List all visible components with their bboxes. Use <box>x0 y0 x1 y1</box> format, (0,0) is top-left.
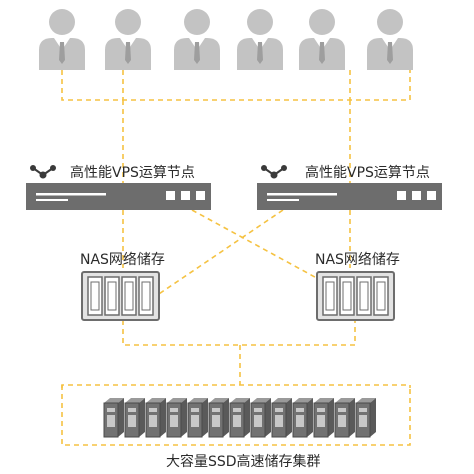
rack-server-icon <box>26 183 211 210</box>
user-row <box>39 9 413 70</box>
tower-server-icon <box>145 398 166 438</box>
nas-right-label: NAS网络储存 <box>315 252 400 268</box>
user-silhouette-icon <box>299 9 345 70</box>
user-silhouette-icon <box>105 9 151 70</box>
ssd-cluster <box>103 398 376 438</box>
nas-units <box>81 271 395 321</box>
nas-drive-bay-icon <box>316 271 395 321</box>
vps-node-right-label: 高性能VPS运算节点 <box>305 165 430 181</box>
user-silhouette-icon <box>39 9 85 70</box>
tower-server-icon <box>355 398 376 438</box>
network-nodes-icon <box>261 165 287 179</box>
nas-drive-bay-icon <box>81 271 160 321</box>
tower-server-icon <box>124 398 145 438</box>
tower-server-icon <box>187 398 208 438</box>
tower-server-icon <box>229 398 250 438</box>
vps-nodes <box>26 165 442 210</box>
user-silhouette-icon <box>237 9 283 70</box>
connector-line <box>61 384 411 388</box>
connector-line <box>61 70 411 101</box>
tower-server-icon <box>166 398 187 438</box>
tower-server-icon <box>292 398 313 438</box>
vps-node-left-label: 高性能VPS运算节点 <box>70 165 195 181</box>
network-nodes-icon <box>30 165 56 179</box>
tower-server-icon <box>313 398 334 438</box>
ssd-cluster-label: 大容量SSD高速储存集群 <box>166 454 321 470</box>
tower-server-icon <box>208 398 229 438</box>
user-silhouette-icon <box>367 9 413 70</box>
tower-server-icon <box>103 398 124 438</box>
connector-line <box>122 320 356 346</box>
rack-server-icon <box>257 183 442 210</box>
connector-line <box>61 385 411 446</box>
tower-server-icon <box>271 398 292 438</box>
tower-server-icon <box>250 398 271 438</box>
user-silhouette-icon <box>174 9 220 70</box>
nas-left-label: NAS网络储存 <box>80 252 165 268</box>
tower-server-icon <box>334 398 355 438</box>
